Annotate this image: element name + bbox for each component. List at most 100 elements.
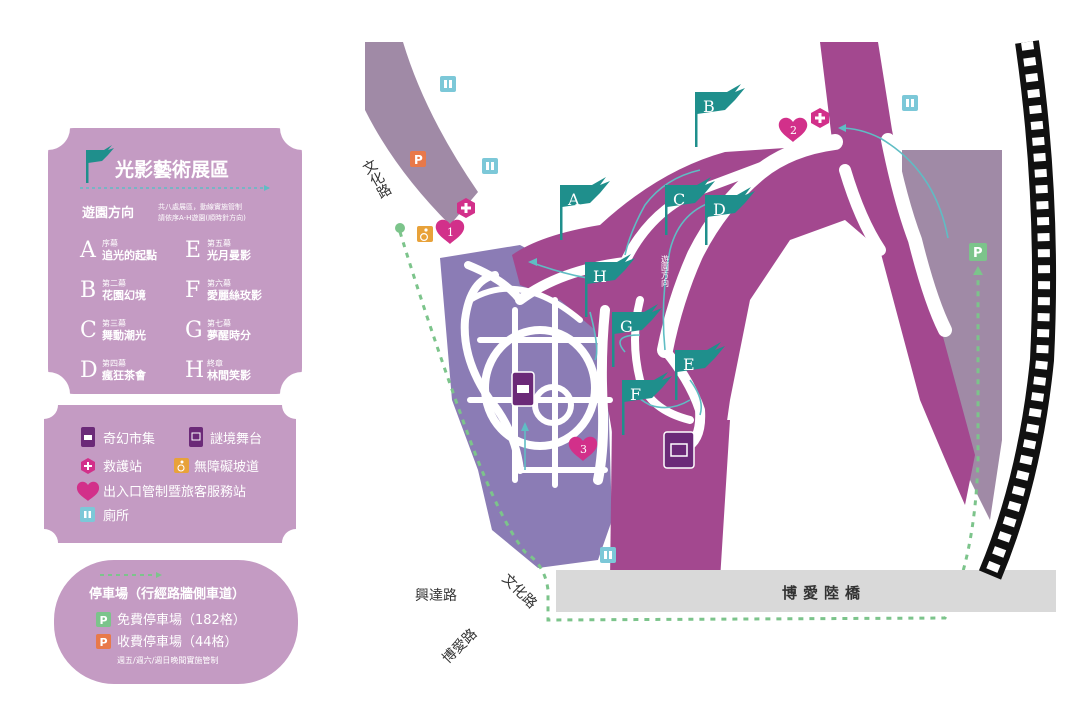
- road-wenhua-bottom: 文化路: [499, 571, 540, 612]
- svg-text:D: D: [713, 200, 726, 219]
- act-number: 第四幕: [102, 358, 126, 368]
- legend-title: 光影藝術展區: [114, 158, 229, 181]
- bridge-label: 博愛陸橋: [782, 584, 866, 602]
- legend-service-label: 出入口管制暨旅客服務站: [103, 484, 246, 500]
- toilet-icon: [600, 547, 616, 563]
- act-letter: F: [185, 278, 200, 303]
- svg-text:E: E: [683, 355, 695, 374]
- svg-text:P: P: [973, 246, 983, 261]
- toilet-icon: [440, 76, 456, 92]
- svg-text:H: H: [593, 267, 607, 286]
- road-boai: 博愛路: [439, 625, 481, 667]
- act-name: 愛麗絲玫影: [207, 288, 262, 302]
- service-station-icon-3: 3: [568, 436, 598, 461]
- area-grey-left: [365, 42, 478, 225]
- legend-toilet-label: 廁所: [103, 508, 129, 524]
- legend-parking-panel: 停車場（行經路牆側車道） P 免費停車場（182格） P 收費停車場（44格） …: [54, 560, 298, 684]
- act-letter: H: [185, 358, 204, 383]
- svg-text:3: 3: [580, 443, 587, 456]
- legend-first-aid-label: 救護站: [103, 459, 142, 475]
- stage-icon: [663, 431, 695, 469]
- first-aid-icon: [811, 108, 829, 128]
- act-number: 終章: [207, 358, 223, 368]
- route-arrowheads: [521, 124, 846, 431]
- legend-accessible-icon: [174, 458, 189, 473]
- service-station-icon-1: 1: [435, 219, 465, 244]
- legend-paid-parking-icon: P: [96, 634, 111, 649]
- area-magenta-lower: [610, 420, 730, 580]
- act-name: 花園幻境: [102, 288, 146, 302]
- free-parking-label: 免費停車場（182格）: [117, 612, 246, 628]
- act-letter: A: [79, 238, 97, 263]
- act-name: 瘋狂茶會: [101, 368, 147, 382]
- legend-market-label: 奇幻市集: [103, 431, 155, 447]
- act-name: 舞動潮光: [102, 328, 146, 342]
- legend-stage-icon: [189, 427, 203, 447]
- flag-icon-g: G: [612, 304, 662, 367]
- legend-facilities-panel: 奇幻市集 謎境舞台 救護站 無障礙坡道 出入口管制暨旅客服務站 廁所: [30, 391, 310, 557]
- act-name: 光月曼影: [206, 248, 251, 262]
- road-xingda: 興達路: [415, 588, 457, 604]
- road-wenhua-top: 文化路: [359, 157, 394, 202]
- act-letter: E: [185, 238, 201, 263]
- legend-accessible-label: 無障礙坡道: [194, 460, 259, 475]
- act-number: 第五幕: [207, 238, 231, 248]
- flag-icon-f: F: [622, 372, 672, 435]
- svg-text:P: P: [100, 636, 108, 649]
- paid-parking-label: 收費停車場（44格）: [117, 634, 238, 650]
- railway: [978, 40, 1057, 580]
- legend-free-parking-icon: P: [96, 612, 111, 627]
- act-number: 第二幕: [102, 278, 126, 288]
- act-letter: G: [185, 318, 203, 343]
- act-letter: C: [80, 318, 97, 343]
- flag-icon-e: E: [675, 342, 725, 400]
- legend-flag-icon: [86, 145, 114, 183]
- act-number: 第六幕: [207, 278, 231, 288]
- first-aid-icon: [457, 198, 475, 218]
- paid-parking-icon: P: [410, 151, 426, 167]
- flag-icon-h: H: [585, 254, 635, 317]
- act-number: 第七幕: [207, 318, 231, 328]
- route-label: 遊園方向: [82, 205, 134, 221]
- accessible-icon: [417, 226, 433, 242]
- parking-note: 週五/週六/週日晚間實施管制: [117, 655, 218, 665]
- route-start-dot: [395, 223, 405, 233]
- flag-icon-a: A: [560, 177, 610, 240]
- market-icon: [511, 371, 535, 407]
- legend-toilet-icon: [80, 507, 95, 522]
- parking-dashed-paths: [398, 231, 980, 622]
- route-note-1: 共八處展區，動線實施管制: [158, 202, 242, 211]
- svg-text:2: 2: [790, 124, 797, 137]
- parking-title: 停車場（行經路牆側車道）: [89, 586, 245, 602]
- act-letter: B: [80, 278, 96, 303]
- flag-icon-b: B: [695, 84, 745, 147]
- svg-text:P: P: [100, 614, 108, 627]
- svg-text:B: B: [703, 97, 715, 116]
- legend-exhibition-panel: 光影藝術展區 遊園方向 共八處展區，動線實施管制 請依序A-H遊園(順時針方向)…: [26, 106, 324, 416]
- svg-text:A: A: [567, 190, 580, 209]
- legend-service-icon: [76, 481, 100, 501]
- svg-text:1: 1: [447, 226, 454, 239]
- act-name: 夢醒時分: [207, 328, 251, 342]
- svg-text:P: P: [414, 153, 423, 167]
- act-letter: D: [80, 358, 98, 383]
- route-direction-vertical: 遊園方向: [661, 254, 670, 287]
- route-note-2: 請依序A-H遊園(順時針方向): [158, 213, 246, 222]
- act-number: 序幕: [102, 238, 118, 248]
- legend-market-icon: [81, 427, 95, 447]
- act-name: 林間笑影: [207, 368, 251, 382]
- act-name: 追光的起點: [102, 248, 157, 262]
- legend-first-aid-icon: [81, 458, 95, 474]
- flag-icon-c: C: [665, 177, 715, 235]
- legend-stage-label: 謎境舞台: [210, 432, 262, 447]
- act-number: 第三幕: [102, 318, 126, 328]
